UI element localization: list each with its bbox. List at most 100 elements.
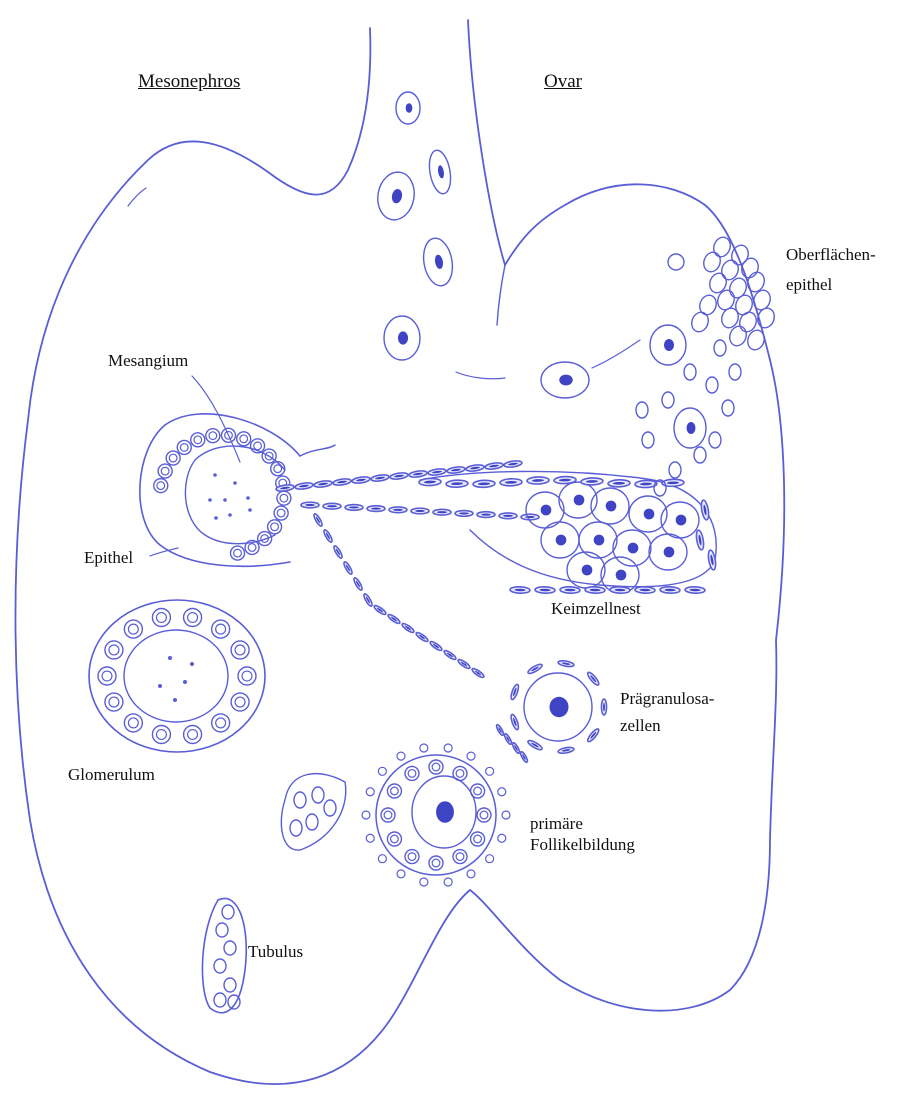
epithel-cell (166, 451, 180, 465)
epithel-cell-inner (277, 509, 285, 517)
glomerulus-cell (98, 667, 116, 685)
surface-small-cell (669, 462, 681, 478)
migrating-cell-nucleus (398, 331, 408, 344)
germ-cell-nucleus (676, 515, 687, 526)
surface-small-cell (706, 377, 718, 393)
germ-cell-nucleus (594, 535, 605, 546)
epithel-cell-inner (169, 454, 177, 462)
label-tubulus: Tubulus (248, 943, 303, 962)
label-glomerulum: Glomerulum (68, 766, 155, 785)
glomerulus-cell-inner (188, 730, 198, 740)
glomerulus-cell-inner (156, 613, 166, 623)
germ-cell-nucleus (628, 543, 639, 554)
pregranulosa-follicle (510, 660, 607, 754)
primary-theca-cell (467, 870, 475, 878)
surface-small-cell (654, 480, 666, 496)
primary-granulosa-cell-inner (474, 787, 482, 795)
glomerulus-cell (184, 725, 202, 743)
germ-cell-nucleus (616, 570, 627, 581)
glomerulus-dot (173, 698, 177, 702)
glomerulus-inner (124, 630, 228, 722)
primary-granulosa-cell-inner (480, 811, 488, 819)
tubulus-cell (216, 923, 228, 937)
epithel-inner (185, 446, 285, 544)
primary-granulosa-cell (453, 766, 467, 780)
epithel-cell (271, 462, 285, 476)
surface-small-cell (662, 392, 674, 408)
primary-granulosa-cell-inner (384, 811, 392, 819)
surface-small-cell (722, 400, 734, 416)
primary-granulosa-cell-inner (408, 770, 416, 778)
primary-granulosa-cell (381, 808, 395, 822)
cord-cell-core (327, 505, 337, 507)
primary-granulosa-cell (429, 856, 443, 870)
label-follikelbildung: Follikelbildung (530, 836, 635, 855)
epithel-cell (237, 432, 251, 446)
germ-cell-nucleus (541, 505, 552, 516)
epithel-cell (258, 532, 272, 546)
migration-dash (456, 372, 505, 379)
tubule-fragment (281, 774, 345, 850)
primary-granulosa-cell (387, 784, 401, 798)
primary-granulosa-cell-inner (456, 853, 464, 861)
mesangium-dot (246, 496, 250, 500)
glomerulus-cell (231, 641, 249, 659)
glomerulus-dot (158, 684, 162, 688)
primary-oocyte-nucleus (436, 801, 454, 823)
primary-theca-cell (467, 752, 475, 760)
primary-granulosa-cell (471, 784, 485, 798)
epithel-cell (206, 429, 220, 443)
primary-theca-cell (420, 744, 428, 752)
tubule-fragment-cell (294, 792, 306, 808)
glomerulus-cell-inner (216, 624, 226, 634)
primary-granulosa-cell (453, 850, 467, 864)
epithel-leader (150, 548, 178, 556)
surface-cell (701, 250, 723, 274)
outline-mesentery (497, 265, 505, 325)
glomerulus-cell (124, 620, 142, 638)
leader-lines (150, 376, 240, 556)
glomerulus-cell-inner (128, 718, 138, 728)
glomerulus-structure (89, 600, 265, 752)
migrating-cell-nucleus (437, 165, 445, 179)
tubule-fragment-cell (312, 787, 324, 803)
primary-theca-cell (486, 767, 494, 775)
primary-theca-cell (444, 744, 452, 752)
glomerulus-cell (105, 641, 123, 659)
glomerulus-dot (190, 662, 194, 666)
primary-granulosa-cell (387, 832, 401, 846)
germ-cell-nest (419, 471, 717, 593)
label-primaere: primäre (530, 815, 583, 834)
glomerulus-dot (183, 680, 187, 684)
label-epithel-right: epithel (786, 276, 832, 295)
epithel-cell-inner (161, 467, 169, 475)
surface-curl (668, 254, 684, 270)
epithel-cell-inner (157, 482, 165, 490)
surface-small-cell (694, 447, 706, 463)
surface-small-cell (642, 432, 654, 448)
glomerulus-cell-inner (235, 645, 245, 655)
pregranulosa-cell-core (603, 703, 605, 712)
primary-granulosa-cell-inner (391, 835, 399, 843)
cell-cords (276, 460, 539, 763)
glomerulus-cell (152, 609, 170, 627)
pregranulosa-oocyte-nucleus (549, 697, 568, 717)
glomerulus-cell (152, 725, 170, 743)
glomerulus-cell (212, 714, 230, 732)
surface-cell (707, 271, 729, 295)
epithel-cell-inner (280, 494, 288, 502)
germ-cell-nucleus (664, 547, 675, 558)
glomerulus-cell-inner (216, 718, 226, 728)
primary-follicle (281, 744, 510, 886)
migrating-cell-nucleus (434, 254, 444, 270)
glomerulus-cell-inner (102, 671, 112, 681)
epithel-cell-inner (240, 435, 248, 443)
cord-cell-core (503, 515, 513, 517)
tubulus-structure (202, 898, 246, 1012)
label-keimzellnest: Keimzellnest (551, 600, 641, 619)
tubulus-cell (224, 978, 236, 992)
label-praegranulosa: Prägranulosa- (620, 690, 714, 709)
cord-cell-core (371, 508, 381, 510)
cord-cell-core (349, 506, 359, 508)
epithel-cell (177, 440, 191, 454)
